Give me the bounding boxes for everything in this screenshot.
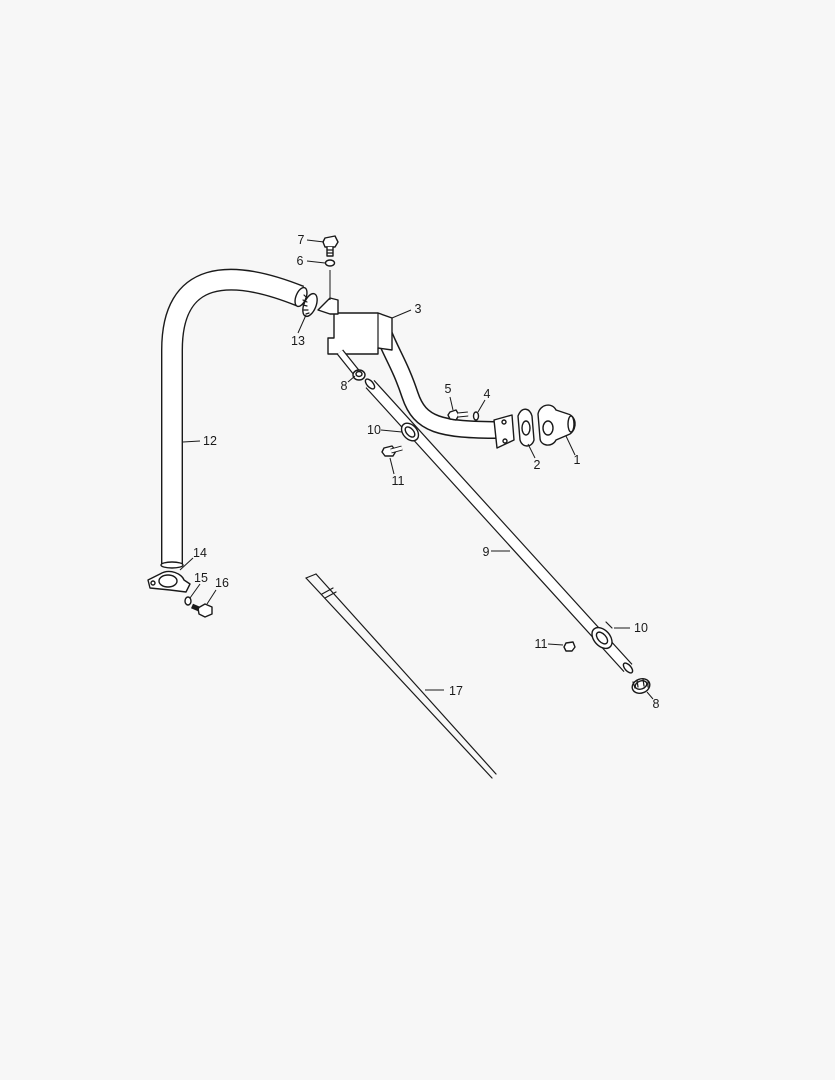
- callout-15: 15: [194, 571, 208, 585]
- washer-4: [472, 411, 480, 421]
- clamp-8-lower: [631, 678, 651, 694]
- hose-12: [160, 268, 308, 569]
- breather-housing-3: [317, 270, 515, 449]
- clip-bracket-14: [147, 570, 191, 593]
- callout-16: 16: [215, 576, 229, 590]
- callout-3: 3: [415, 302, 422, 316]
- callout-11-lower: 11: [535, 637, 548, 651]
- callout-12: 12: [203, 434, 217, 448]
- callout-13: 13: [291, 334, 305, 348]
- bolt-11-upper: [381, 445, 403, 457]
- gasket-2: [517, 408, 535, 447]
- callout-4: 4: [484, 387, 491, 401]
- callout-11-upper: 11: [392, 474, 405, 488]
- elbow-fitting-1: [537, 404, 576, 446]
- callout-8-upper: 8: [341, 379, 348, 393]
- washer-15: [184, 596, 192, 606]
- dipstick-17: [305, 573, 497, 779]
- callout-7: 7: [298, 233, 305, 247]
- callout-2: 2: [534, 458, 541, 472]
- callout-10-lower: 10: [634, 621, 648, 635]
- callout-5: 5: [445, 382, 452, 396]
- callout-1: 1: [574, 453, 581, 467]
- callout-8-lower: 8: [653, 697, 660, 711]
- grommet-10-upper: [400, 422, 420, 442]
- leader-lines: [179, 239, 654, 700]
- bolt-11-lower: [563, 641, 576, 652]
- bolt-5: [447, 409, 469, 421]
- bolt-7: [322, 235, 339, 257]
- callout-14: 14: [193, 546, 207, 560]
- callout-labels: 1 2 3 4 5 6 7 8 8 9 10 10 11 11 12 13 14…: [193, 233, 659, 711]
- callout-17: 17: [449, 684, 463, 698]
- callout-10-upper: 10: [367, 423, 381, 437]
- grommet-10-lower: [591, 621, 613, 650]
- bolt-16: [191, 603, 213, 618]
- callout-6: 6: [297, 254, 304, 268]
- callout-9: 9: [483, 545, 490, 559]
- washer-6: [324, 259, 336, 267]
- clamp-8-upper: [352, 369, 366, 381]
